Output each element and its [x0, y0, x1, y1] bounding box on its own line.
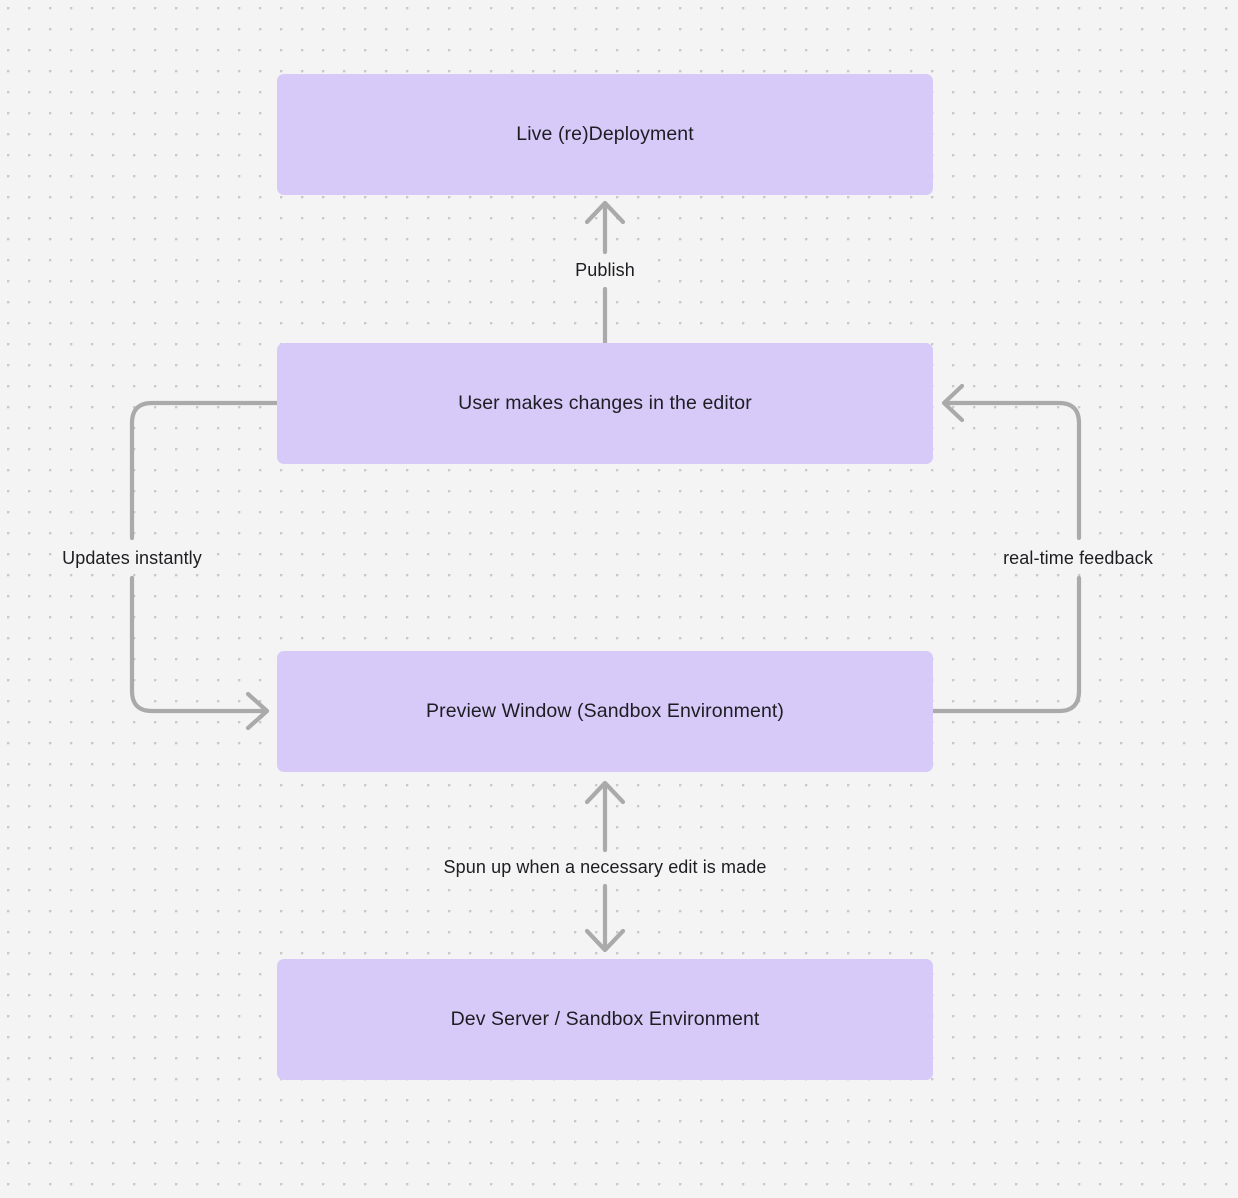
node-user-makes-changes[interactable]: User makes changes in the editor	[277, 343, 933, 464]
node-preview-window[interactable]: Preview Window (Sandbox Environment)	[277, 651, 933, 772]
edge-label-publish: Publish	[568, 256, 642, 284]
node-label: User makes changes in the editor	[458, 391, 752, 414]
node-live-redeployment[interactable]: Live (re)Deployment	[277, 74, 933, 195]
node-label: Dev Server / Sandbox Environment	[450, 1007, 760, 1030]
node-dev-server[interactable]: Dev Server / Sandbox Environment	[277, 959, 933, 1080]
node-label: Preview Window (Sandbox Environment)	[426, 699, 784, 722]
edge-label-spun-up: Spun up when a necessary edit is made	[436, 853, 774, 881]
edge-label-updates-instantly: Updates instantly	[55, 544, 209, 572]
node-label: Live (re)Deployment	[516, 122, 694, 145]
edge-label-real-time-feedback: real-time feedback	[996, 544, 1160, 572]
